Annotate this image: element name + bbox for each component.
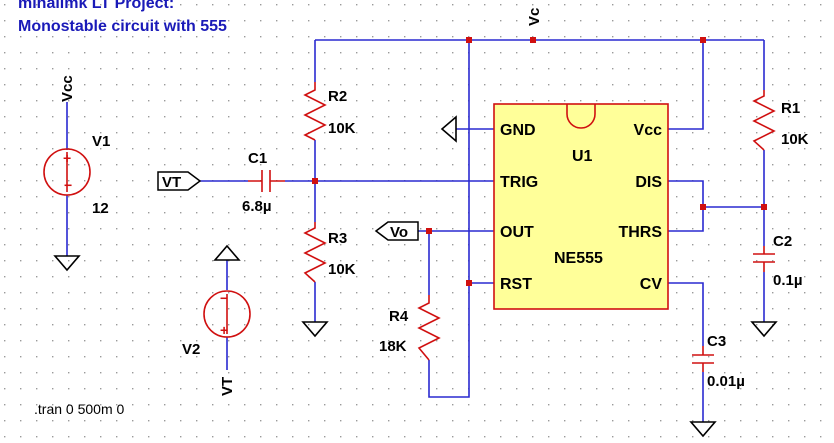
pin-dis-label: DIS — [635, 174, 662, 191]
capacitor-c1[interactable]: C1 6.8µ — [242, 150, 285, 215]
resistor-r1[interactable]: R1 10K — [752, 90, 809, 151]
pin-gnd-label: GND — [500, 122, 536, 139]
vc-label: Vc — [526, 8, 543, 26]
c1-name: C1 — [248, 150, 267, 167]
net-label-vc[interactable]: Vc — [526, 8, 543, 26]
source-circle — [203, 290, 251, 338]
r4-value: 18K — [379, 338, 407, 355]
pin-thrs-label: THRS — [618, 224, 662, 241]
resistor-r2[interactable]: R2 10K — [303, 82, 356, 141]
resistor-zigzag — [303, 82, 327, 141]
spice-directive[interactable]: .tran 0 500m 0 — [34, 401, 124, 417]
minus-icon: − — [220, 290, 228, 306]
v1-value: 12 — [92, 200, 109, 217]
vt-label: VT — [162, 174, 181, 191]
minus-icon: − — [64, 177, 72, 193]
ground-icon — [689, 421, 717, 438]
net-label-vt[interactable]: VT — [157, 171, 202, 191]
vo-label: Vo — [390, 224, 408, 241]
ground-icon — [750, 321, 778, 338]
plus-icon: + — [63, 150, 71, 166]
capacitor-c2[interactable]: C2 0.1µ — [753, 233, 803, 289]
junction-dot — [700, 204, 706, 210]
wire-cv-c3 — [668, 282, 704, 346]
port-flag-icon — [374, 221, 419, 241]
ic-part-label: NE555 — [554, 250, 603, 267]
v2-net-label: VT — [219, 377, 236, 396]
junctions — [312, 37, 767, 286]
r1-value: 10K — [781, 131, 809, 148]
junction-dot — [700, 37, 706, 43]
ground-icon — [301, 321, 329, 338]
ic-notch — [566, 104, 596, 129]
junction-dot — [466, 37, 472, 43]
resistor-zigzag — [303, 222, 327, 283]
ground-icon — [213, 244, 241, 261]
r3-value: 10K — [328, 261, 356, 278]
v1-name: V1 — [92, 133, 110, 150]
ground-symbols — [53, 115, 778, 438]
v1-net-label: Vcc — [59, 75, 76, 102]
junction-dot — [426, 228, 432, 234]
ic-u1[interactable]: GND TRIG OUT RST Vcc DIS THRS CV U1 NE55… — [493, 103, 669, 310]
net-label-vo[interactable]: Vo — [374, 221, 419, 241]
junction-dot — [761, 204, 767, 210]
r2-value: 10K — [328, 120, 356, 137]
c2-name: C2 — [773, 233, 792, 250]
pin-vcc-label: Vcc — [634, 122, 663, 139]
capacitor-plates — [753, 246, 775, 272]
source-circle — [43, 148, 91, 196]
v2-name: V2 — [182, 341, 200, 358]
c3-value: 0.01µ — [707, 373, 745, 390]
ground-icon — [53, 255, 81, 272]
r2-name: R2 — [328, 88, 347, 105]
capacitor-plates — [248, 170, 285, 192]
title-line-2: Monostable circuit with 555 — [18, 18, 227, 35]
pin-cv-label: CV — [640, 276, 663, 293]
resistor-zigzag — [752, 90, 776, 151]
c3-name: C3 — [707, 333, 726, 350]
pin-rst-label: RST — [500, 276, 532, 293]
r1-name: R1 — [781, 100, 800, 117]
ic-body — [493, 103, 669, 310]
pin-out-label: OUT — [500, 224, 534, 241]
ic-ref-label: U1 — [572, 148, 593, 165]
c1-value: 6.8µ — [242, 198, 272, 215]
r4-name: R4 — [389, 308, 409, 325]
ground-icon — [440, 115, 457, 143]
capacitor-c3[interactable]: C3 0.01µ — [692, 333, 745, 390]
junction-dot — [530, 37, 536, 43]
resistor-r3[interactable]: R3 10K — [303, 222, 356, 283]
junction-dot — [466, 280, 472, 286]
pin-trig-label: TRIG — [500, 174, 538, 191]
r3-name: R3 — [328, 230, 347, 247]
source-v2[interactable]: − + V2 VT — [182, 290, 251, 396]
title-line-1: mihailmk LT Project: — [18, 0, 174, 12]
resistor-r4[interactable]: R4 18K — [379, 295, 441, 361]
plus-icon: + — [220, 322, 228, 338]
resistor-zigzag — [417, 295, 441, 361]
wire-vcc-pin — [668, 40, 704, 130]
port-flag-icon — [157, 171, 202, 191]
source-v1[interactable]: + − V1 12 Vcc — [43, 75, 110, 217]
c2-value: 0.1µ — [773, 272, 803, 289]
capacitor-plates — [692, 346, 714, 372]
junction-dot — [312, 178, 318, 184]
wire-r4-loop — [428, 283, 470, 398]
